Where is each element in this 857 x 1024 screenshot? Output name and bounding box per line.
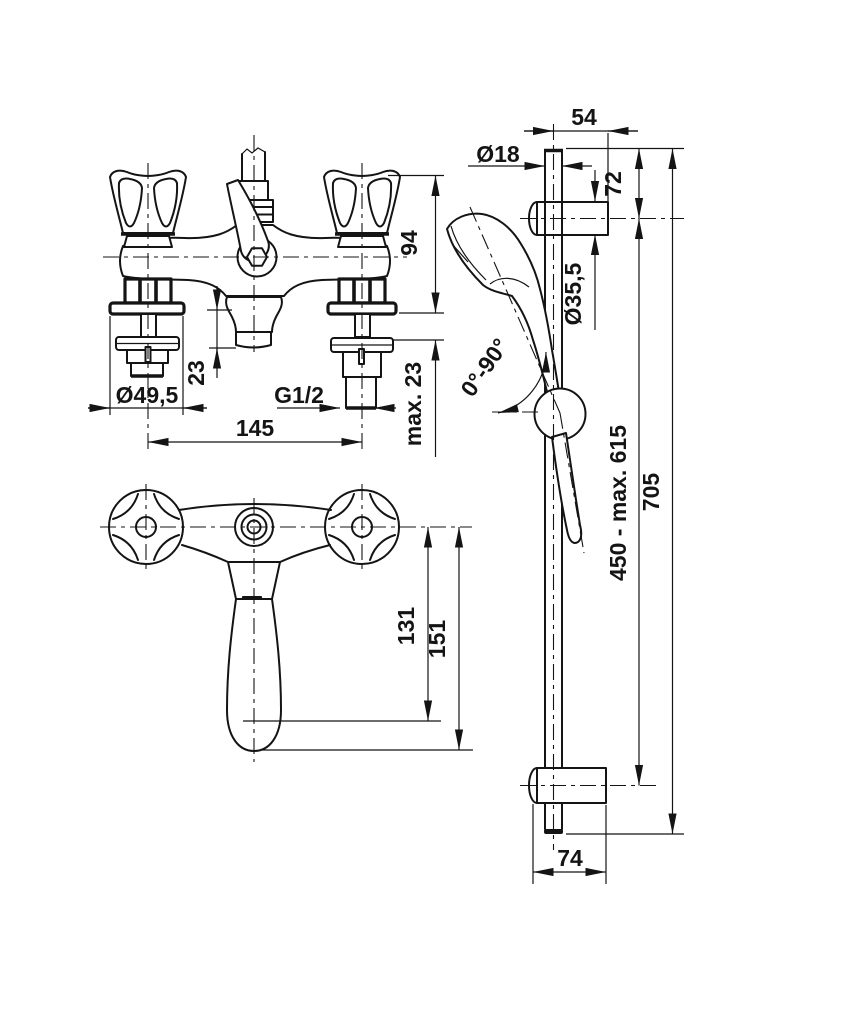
dim-23: 23 — [183, 286, 236, 386]
dim-label-bracket-diameter: Ø35,5 — [560, 262, 586, 325]
dimension-annotations: 94 max. 23 23 Ø49,5 G1/2 — [88, 104, 684, 884]
mounting-leg-left — [108, 277, 186, 378]
dim-145: 145 — [148, 415, 362, 447]
dim-72: 72 — [566, 147, 684, 219]
hand-shower — [446, 212, 560, 397]
hand-shower-grip-end — [551, 432, 583, 544]
shower-rail-view — [446, 148, 609, 834]
dim-overall-length: 705 — [566, 148, 684, 835]
dim-label-94: 94 — [396, 230, 422, 256]
rail-end-cap — [544, 829, 563, 834]
dim-label-23: 23 — [183, 360, 209, 386]
mixer-front-view — [108, 147, 401, 410]
spout-top — [226, 561, 282, 752]
dim-label-72: 72 — [600, 171, 626, 197]
dim-54: 54 — [524, 104, 638, 201]
dim-label-thread-size: G1/2 — [274, 382, 324, 408]
dim-label-151: 151 — [424, 620, 450, 659]
rail-bracket-bottom — [528, 767, 607, 834]
dim-label-tube-diameter: Ø18 — [476, 141, 520, 167]
dim-bracket-diameter: Ø35,5 — [560, 170, 600, 330]
rail-bracket-top — [528, 201, 609, 236]
hand-shower-face-detail — [450, 225, 530, 288]
dim-151: 151 — [262, 527, 473, 751]
dim-label-131: 131 — [393, 607, 419, 646]
dim-label-overall-length: 705 — [638, 473, 664, 512]
dim-adjust-range: 450 - max. 615 — [605, 218, 644, 786]
dim-label-74: 74 — [557, 845, 583, 871]
dim-label-adjust-range: 450 - max. 615 — [605, 425, 631, 581]
dim-131: 131 — [243, 527, 441, 722]
dim-label-145: 145 — [236, 415, 275, 441]
dim-handset-angle: 0°-90° — [455, 334, 551, 414]
dim-max-23: max. 23 — [392, 339, 444, 457]
dim-label-handset-angle: 0°-90° — [455, 334, 513, 402]
dim-label-54: 54 — [571, 104, 597, 130]
dim-tube-diameter: Ø18 — [468, 141, 592, 171]
dim-thread-size: G1/2 — [274, 382, 396, 413]
dim-94: 94 — [388, 174, 444, 314]
dim-74: 74 — [532, 804, 607, 884]
dim-label-max-23: max. 23 — [400, 362, 426, 446]
dim-flange-diameter: Ø49,5 — [88, 316, 207, 415]
dim-label-flange-diameter: Ø49,5 — [116, 382, 179, 408]
